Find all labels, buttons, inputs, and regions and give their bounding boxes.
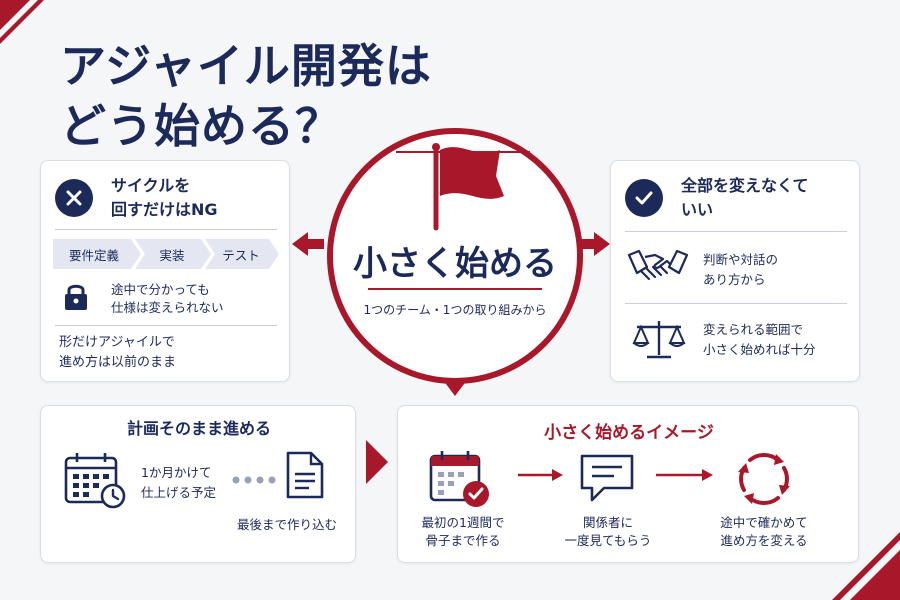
right-item1-line2: あり方から bbox=[703, 272, 766, 287]
plan-as-is-title: 計画そのまま進める bbox=[126, 419, 271, 438]
doc-label: 最後まで作り込む bbox=[237, 517, 338, 532]
left-bottom-line1: 形だけアジャイルで bbox=[59, 335, 175, 350]
handshake-icon bbox=[627, 249, 689, 281]
right-item2-line1: 変えられる範囲で bbox=[703, 322, 804, 337]
lock-text-line2: 仕様は変えられない bbox=[111, 300, 224, 315]
arrow-step1-to-step2 bbox=[518, 469, 563, 481]
left-rule-2 bbox=[55, 325, 277, 326]
chat-icon bbox=[580, 454, 634, 502]
scale-icon bbox=[632, 321, 686, 359]
document-icon bbox=[286, 451, 324, 499]
step3-line2: 進め方を変える bbox=[720, 533, 808, 548]
lock-icon bbox=[65, 284, 87, 310]
right-item2-line2: 小さく始めれば十分 bbox=[703, 342, 816, 357]
step-test: テスト bbox=[222, 247, 260, 263]
arrow-step2-to-step3 bbox=[656, 469, 713, 481]
cycle-arrows-icon bbox=[738, 452, 790, 506]
left-card: サイクルを 回すだけはNG 要件定義 実装 テスト 途中で分かっても 仕様は変え… bbox=[40, 160, 290, 382]
dotted-connector bbox=[232, 476, 276, 484]
arrow-bottom-middle bbox=[366, 440, 388, 484]
calendar-clock-icon bbox=[64, 453, 126, 509]
arrow-left bbox=[292, 232, 324, 256]
right-card: 全部を変えなくて いい 判断や対話の あり方から 変えられる範囲で 小さく始めれ… bbox=[610, 160, 860, 382]
step3-line1: 途中で確かめて bbox=[720, 515, 808, 530]
arrow-down bbox=[443, 380, 467, 396]
flag-icon bbox=[432, 143, 504, 231]
bottom-left-card: 計画そのまま進める 1か月かけて 仕上げる予定 最後まで作り込む bbox=[40, 405, 356, 563]
step2-line1: 関係者に bbox=[582, 515, 633, 530]
start-small-image-title: 小さく始めるイメージ bbox=[544, 423, 714, 443]
center-subtitle: 1つのチーム・1つの取り組みから bbox=[363, 303, 547, 317]
plan-line2: 仕上げる予定 bbox=[141, 485, 217, 500]
center-title: 小さく始める bbox=[353, 244, 557, 284]
right-heading-line2: いい bbox=[681, 200, 714, 219]
step2-line2: 一度見てもらう bbox=[564, 533, 652, 548]
left-bottom-line2: 進め方は以前のまま bbox=[59, 355, 177, 370]
page-title-line1: アジャイル開発は bbox=[60, 39, 432, 93]
left-heading-line2: 回すだけはNG bbox=[111, 200, 218, 219]
process-steps-bg bbox=[53, 239, 279, 269]
step-implementation: 実装 bbox=[159, 247, 185, 263]
plan-line1: 1か月かけて bbox=[141, 465, 212, 480]
x-icon bbox=[55, 179, 93, 217]
corner-decoration-bottom-right bbox=[832, 532, 900, 600]
right-item1-line1: 判断や対話の bbox=[703, 252, 779, 267]
left-rule-1 bbox=[55, 229, 277, 230]
right-heading-line1: 全部を変えなくて bbox=[681, 176, 809, 195]
step-requirements: 要件定義 bbox=[68, 247, 119, 263]
step1-line2: 骨子まで作る bbox=[425, 533, 501, 548]
bottom-right-card: 小さく始めるイメージ 最初の1週間で 骨子まで作る 関係者に 一度見てもらう bbox=[397, 405, 859, 563]
right-rule-1 bbox=[625, 231, 847, 232]
calendar-check-icon bbox=[429, 451, 489, 507]
left-heading-line1: サイクルを bbox=[111, 176, 191, 195]
check-icon bbox=[625, 179, 663, 217]
step1-line1: 最初の1週間で bbox=[421, 515, 505, 530]
lock-text-line1: 途中で分かっても bbox=[111, 282, 210, 297]
corner-decoration-top-left bbox=[0, 0, 44, 44]
page-title-line2: どう始める？ bbox=[60, 99, 342, 153]
arrow-right bbox=[582, 232, 610, 256]
right-rule-2 bbox=[625, 303, 847, 304]
